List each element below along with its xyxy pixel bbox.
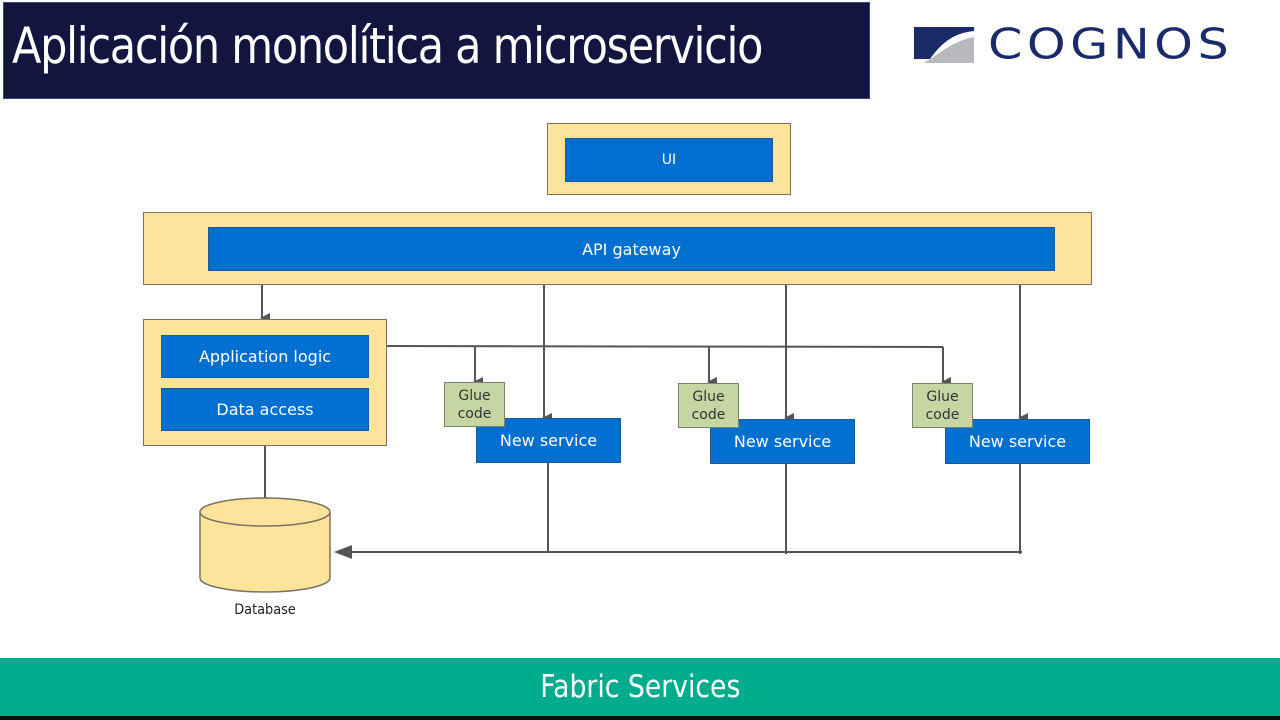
glue-label-line2: code xyxy=(457,405,492,422)
database-label: Database xyxy=(234,602,296,618)
new-service-box: New service xyxy=(710,419,855,464)
ui-box: UI xyxy=(565,138,773,182)
title-bar: Aplicación monolítica a microservicio xyxy=(3,2,870,99)
glue-label-line1: Glue xyxy=(458,387,491,404)
database-icon xyxy=(199,497,331,593)
api-gateway-box: API gateway xyxy=(208,227,1055,271)
glue-label-line2: code xyxy=(691,406,726,423)
data-access-box: Data access xyxy=(161,388,369,431)
glue-label-line1: Glue xyxy=(926,388,959,405)
monolith-glue-bus xyxy=(385,345,944,348)
glue-label-line1: Glue xyxy=(692,388,725,405)
footer-banner: Fabric Services xyxy=(0,658,1280,716)
page-title: Aplicación monolítica a microservicio xyxy=(12,17,763,75)
glue-label-line2: code xyxy=(925,406,960,423)
cognos-logo: COGNOS xyxy=(912,20,1262,69)
logo-text: COGNOS xyxy=(988,20,1234,69)
cognos-logo-icon xyxy=(914,27,974,63)
application-logic-box: Application logic xyxy=(161,335,369,378)
footer-text: Fabric Services xyxy=(539,669,741,705)
db-arrowhead xyxy=(334,545,352,559)
footer-edge xyxy=(0,716,1280,720)
